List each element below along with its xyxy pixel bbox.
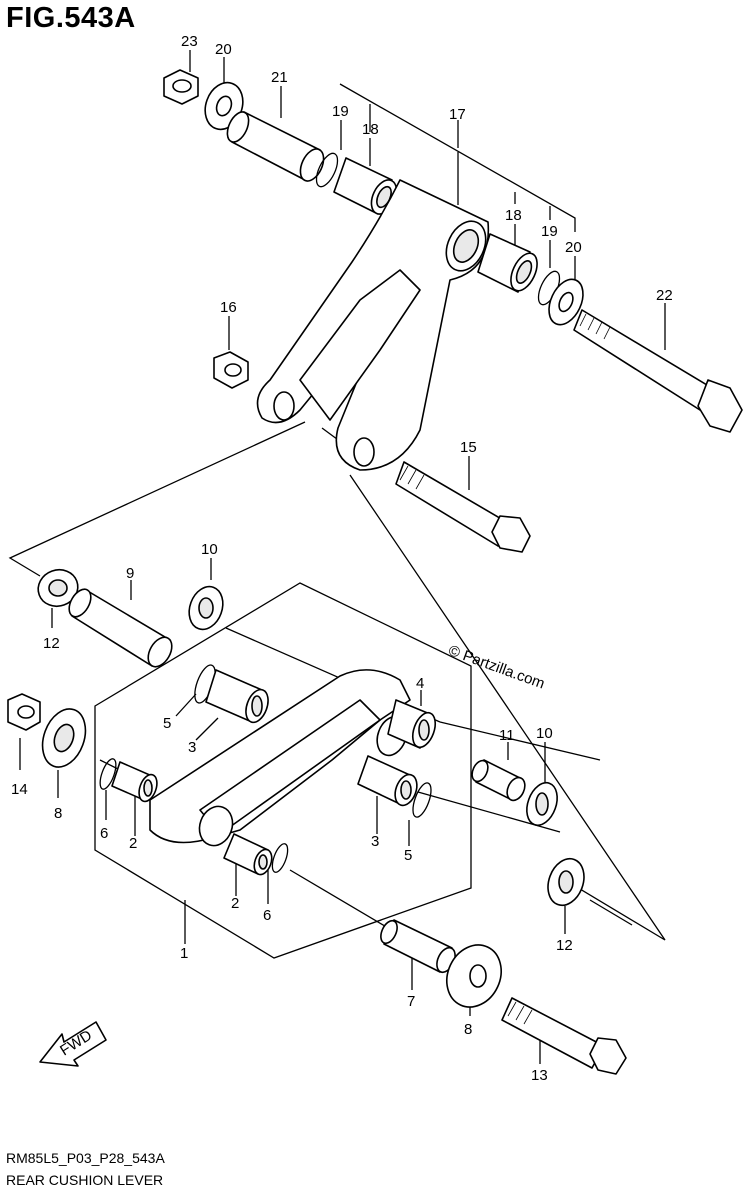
callout-17: 17 bbox=[449, 106, 466, 123]
callout-5-right: 5 bbox=[404, 847, 412, 864]
part-3-bearing-right bbox=[357, 755, 418, 807]
part-11-collar bbox=[471, 759, 526, 802]
callout-20-right: 20 bbox=[565, 239, 582, 256]
part-9-collar bbox=[68, 588, 173, 668]
part-20-washer-right bbox=[548, 278, 584, 326]
callout-21: 21 bbox=[271, 69, 288, 86]
callout-labels: 23 20 21 19 18 17 18 19 20 22 16 15 10 9… bbox=[11, 33, 673, 1084]
callout-2-lower: 2 bbox=[231, 895, 239, 912]
callout-12: 12 bbox=[43, 635, 60, 652]
part-13-bolt bbox=[501, 997, 627, 1075]
part-15-bolt bbox=[395, 461, 531, 553]
callout-1: 1 bbox=[180, 945, 188, 962]
callout-19: 19 bbox=[332, 103, 349, 120]
callout-6-lower: 6 bbox=[263, 907, 271, 924]
part-16-nut bbox=[213, 351, 249, 389]
assembly-frame bbox=[94, 582, 472, 959]
part-2-bearing-lower bbox=[223, 833, 273, 876]
part-6-ring bbox=[99, 758, 117, 790]
part-6-ring-lower bbox=[271, 843, 289, 873]
callout-9: 9 bbox=[126, 565, 134, 582]
callout-8: 8 bbox=[54, 805, 62, 822]
part-8-washer bbox=[41, 708, 87, 768]
callout-18-right: 18 bbox=[505, 207, 522, 224]
callout-5: 5 bbox=[163, 715, 171, 732]
part-19-ring bbox=[315, 152, 339, 188]
part-2-bearing bbox=[111, 761, 158, 803]
callout-13: 13 bbox=[531, 1067, 548, 1084]
callout-15: 15 bbox=[460, 439, 477, 456]
part-12-seal-right bbox=[547, 857, 585, 907]
part-10-bearing-right bbox=[526, 781, 558, 827]
callout-20: 20 bbox=[215, 41, 232, 58]
part-21-collar bbox=[226, 111, 325, 182]
callout-3-right: 3 bbox=[371, 833, 379, 850]
callout-14: 14 bbox=[11, 781, 28, 798]
callout-3: 3 bbox=[188, 739, 196, 756]
leader-lines bbox=[8, 50, 666, 1064]
part-3-bearing bbox=[205, 669, 269, 724]
part-18-bearing-right bbox=[477, 233, 538, 293]
part-4-bearing bbox=[387, 699, 437, 749]
part-22-bolt bbox=[573, 309, 743, 433]
callout-2: 2 bbox=[129, 835, 137, 852]
figure-code: RM85L5_P03_P28_543A bbox=[6, 1150, 165, 1166]
callout-6: 6 bbox=[100, 825, 108, 842]
figure-name: REAR CUSHION LEVER bbox=[6, 1172, 164, 1188]
callout-8-lower: 8 bbox=[464, 1021, 472, 1038]
callout-19-right: 19 bbox=[541, 223, 558, 240]
callout-22: 22 bbox=[656, 287, 673, 304]
callout-7: 7 bbox=[407, 993, 415, 1010]
callout-16: 16 bbox=[220, 299, 237, 316]
part-5-ring-right bbox=[412, 782, 432, 818]
part-23-nut bbox=[163, 69, 199, 105]
part-12-seal bbox=[37, 568, 79, 608]
callout-18: 18 bbox=[362, 121, 379, 138]
callout-11: 11 bbox=[499, 727, 515, 744]
callout-10-right: 10 bbox=[536, 725, 553, 742]
part-8-washer-lower bbox=[446, 944, 502, 1008]
callout-10: 10 bbox=[201, 541, 218, 558]
callout-4: 4 bbox=[416, 675, 424, 692]
part-10-bearing bbox=[188, 585, 224, 631]
figure-title: FIG.543A bbox=[6, 2, 136, 34]
part-14-nut bbox=[7, 693, 41, 731]
fwd-arrow-icon: FWD bbox=[39, 1021, 107, 1067]
part-17-cushion-lever bbox=[256, 179, 490, 471]
part-7-collar bbox=[380, 919, 456, 974]
part-1-cushion-rod bbox=[149, 669, 411, 847]
callout-23: 23 bbox=[181, 33, 198, 50]
callout-12-right: 12 bbox=[556, 937, 573, 954]
